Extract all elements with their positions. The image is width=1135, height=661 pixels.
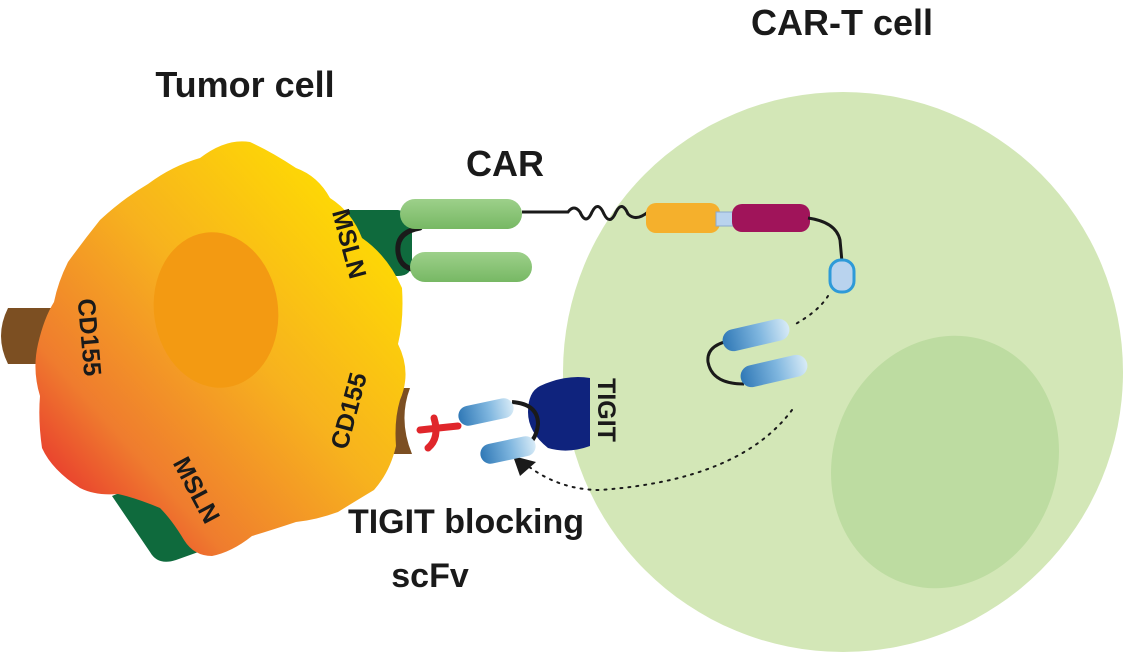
- tumor-cell-label: Tumor cell: [155, 64, 334, 105]
- tumor-nucleus: [153, 232, 279, 388]
- car-costimulatory-domain: [732, 204, 810, 232]
- car-cd3z-domain: [828, 258, 856, 294]
- scfv-label-line1: TIGIT blocking: [348, 503, 584, 541]
- secretion-arrow-head: [513, 456, 536, 476]
- car-scfv-light-chain: [410, 252, 532, 282]
- car-cytoplasmic-tail: [807, 216, 844, 263]
- car-transmembrane-domain: [646, 203, 720, 233]
- intracellular-scfv-linker: [706, 338, 745, 386]
- car-t-nucleus: [831, 335, 1059, 589]
- intracellular-scfv-chain-1: [722, 318, 790, 352]
- car-t-cell-label: CAR-T cell: [751, 2, 933, 43]
- tigit-receptor: [528, 377, 590, 451]
- tigit-label: TIGIT: [592, 378, 620, 442]
- car-scfv-heavy-chain: [400, 199, 522, 229]
- secretion-path-dots-top: [791, 295, 829, 327]
- intracellular-scfv-chain-2: [740, 354, 808, 388]
- car-label: CAR: [466, 143, 544, 184]
- secretion-path-dots-bottom: [527, 409, 793, 492]
- car-scfv-linker: [395, 225, 423, 273]
- blocking-scfv-chain-1: [458, 398, 514, 426]
- blocking-scfv-chain-2: [480, 436, 536, 464]
- block-mark-icon: [416, 414, 462, 452]
- cd155-label-left: CD155: [72, 297, 107, 377]
- car-t-cell-body: [563, 92, 1123, 652]
- car-hinge-spring: [522, 205, 649, 221]
- scfv-label-line2: scFv: [391, 557, 469, 595]
